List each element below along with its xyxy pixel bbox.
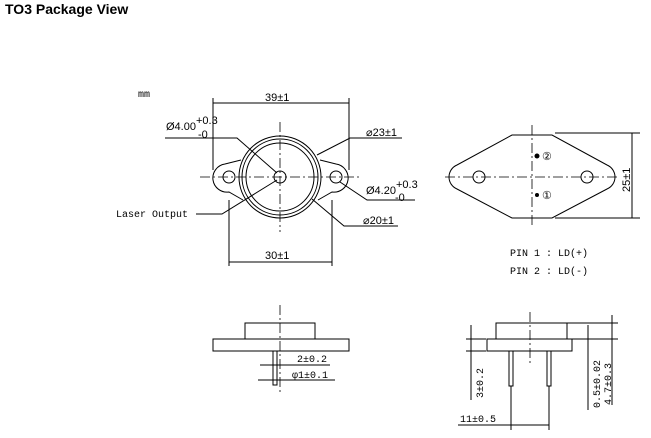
side-view-right: 3±0.2 11±0.5 0.5±0.02 4.7±0.3 (458, 312, 618, 430)
bottom-view: ② ① 25±1 PIN 1 : LD(+) PIN 2 : LD(-) (445, 125, 640, 278)
dim-hole-spacing: 30±1 (265, 250, 289, 262)
dim-height: 25±1 (621, 168, 633, 192)
dim-thickness: 0.5±0.02 (593, 360, 604, 408)
output-hole-dim: Ø4.00+0.3 (166, 115, 218, 133)
side-view-left: 2±0.2 φ1±0.1 (212, 305, 350, 395)
page-title: TO3 Package View (5, 1, 129, 17)
pin1-marker: ① (542, 190, 552, 202)
dim-inner-diameter: ⌀20±1 (363, 215, 394, 227)
pin2-marker: ② (542, 151, 552, 163)
flange-outline (212, 159, 349, 201)
dim-width: 39±1 (265, 92, 289, 104)
svg-text:-0: -0 (395, 192, 405, 204)
dim-pin-diameter: φ1±0.1 (292, 371, 328, 382)
svg-text:-0: -0 (198, 129, 208, 141)
pin2-label: PIN 2 : LD(-) (510, 266, 588, 278)
dim-pin-spacing: 2±0.2 (297, 355, 327, 366)
dim-total: 4.7±0.3 (604, 363, 615, 405)
dim-flange: 3±0.2 (476, 368, 487, 398)
dim-pin-pitch: 11±0.5 (460, 415, 496, 426)
laser-output-label: Laser Output (116, 210, 188, 221)
mount-hole-dim: Ø4.20+0.3 (366, 179, 418, 197)
package-outline (448, 134, 616, 219)
pin1-label: PIN 1 : LD(+) (510, 248, 588, 260)
top-view: 39±1 30±1 Ø4.00+0.3 -0 ⌀23±1 Ø4.20+0.3 -… (116, 92, 418, 266)
unit-label: mm (138, 90, 150, 101)
dim-outer-diameter: ⌀23±1 (366, 127, 397, 139)
